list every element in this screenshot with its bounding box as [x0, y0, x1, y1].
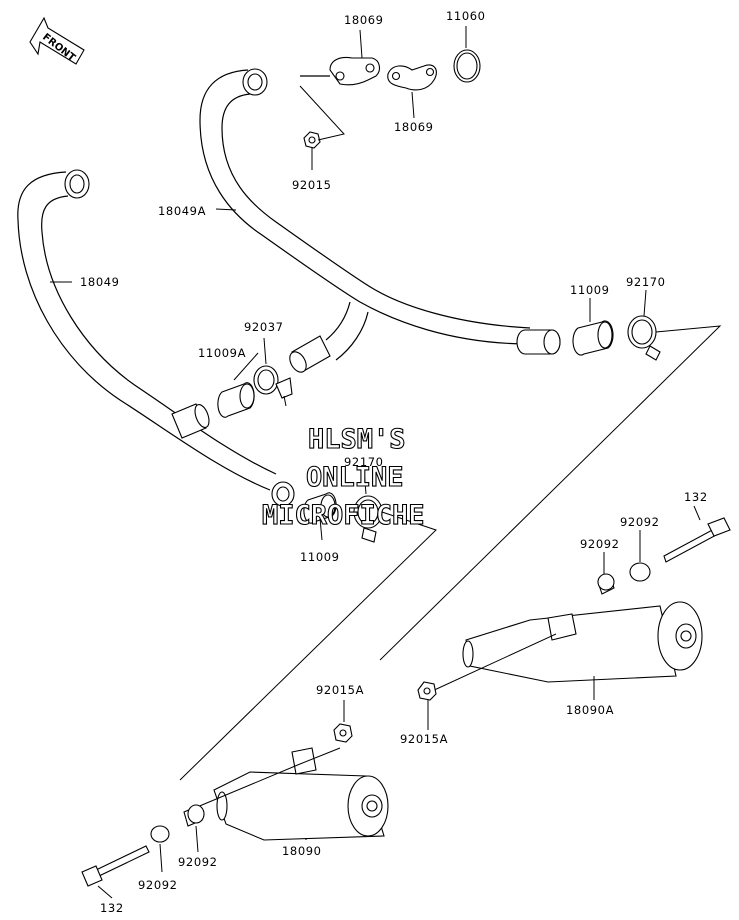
callout-92092-left-a: 92092 [178, 855, 218, 869]
callout-18069-top: 18069 [344, 13, 384, 27]
front-arrow: FRONT [29, 16, 85, 65]
callout-92015: 92015 [292, 178, 332, 192]
callout-92092-left-b: 92092 [138, 878, 178, 892]
watermark-line-3: MICROFICHE [262, 500, 425, 531]
callout-92170-mid: 92170 [344, 455, 384, 469]
callout-labels: 18069 11060 18069 92015 18049A 18049 920… [80, 9, 708, 915]
callout-92092-right-a: 92092 [620, 515, 660, 529]
leader-mid-clamp [179, 511, 437, 781]
rubber-92092-right-a [629, 562, 651, 582]
callout-leaders [50, 26, 701, 899]
watermark-line-1: HLSM'S [308, 424, 406, 455]
gasket-11060 [453, 49, 481, 83]
callout-11060: 11060 [446, 9, 486, 23]
leader-18090-nut [189, 747, 341, 811]
rubber-92092-right-b [597, 573, 615, 595]
header-pipe-18049 [17, 169, 295, 507]
clamp-92170-right [627, 315, 661, 361]
clamp-92037 [253, 365, 293, 407]
gasket-11009-right [572, 320, 614, 356]
header-pipe-18049a [199, 68, 561, 355]
callout-132-left: 132 [100, 901, 124, 915]
callout-92092-right-b: 92092 [580, 537, 620, 551]
callout-18090: 18090 [282, 844, 322, 858]
watermark-line-2: ONLINE [306, 462, 404, 493]
callout-18049a: 18049A [158, 204, 206, 218]
muffler-18090 [213, 747, 389, 841]
bolt-132-right [663, 517, 731, 563]
callout-92037: 92037 [244, 320, 284, 334]
flange-18069-top [329, 56, 381, 86]
muffler-18090a [462, 601, 703, 683]
nut-92015 [303, 131, 321, 149]
rubber-92092-left-b [150, 825, 170, 843]
callout-92170-right: 92170 [626, 275, 666, 289]
callout-11009a: 11009A [198, 346, 246, 360]
callout-18049: 18049 [80, 275, 120, 289]
callout-18090a: 18090A [566, 703, 614, 717]
callout-92015a-right: 92015A [400, 732, 448, 746]
leader-right-clamp [379, 325, 722, 661]
connector-pipe [171, 403, 210, 439]
callout-132-right: 132 [684, 490, 708, 504]
callout-92015a-left: 92015A [316, 683, 364, 697]
nut-92015a-right [417, 681, 437, 701]
leader-flange [299, 85, 345, 141]
nut-92015a-left [333, 723, 353, 743]
flange-18069-bottom [387, 64, 437, 91]
leader-18090a-nut [429, 633, 557, 693]
watermark: HLSM'S ONLINE MICROFICHE [261, 423, 425, 531]
bolt-132-left [81, 845, 150, 887]
rubber-92092-left-a [183, 804, 205, 827]
gasket-11009a [217, 382, 255, 418]
y-joint-pipe [289, 301, 369, 373]
gasket-11009-mid [303, 492, 337, 524]
clamp-92170-mid [353, 495, 383, 543]
callout-18069-bottom: 18069 [394, 120, 434, 134]
callout-11009-right: 11009 [570, 283, 610, 297]
callout-11009-mid: 11009 [300, 550, 340, 564]
